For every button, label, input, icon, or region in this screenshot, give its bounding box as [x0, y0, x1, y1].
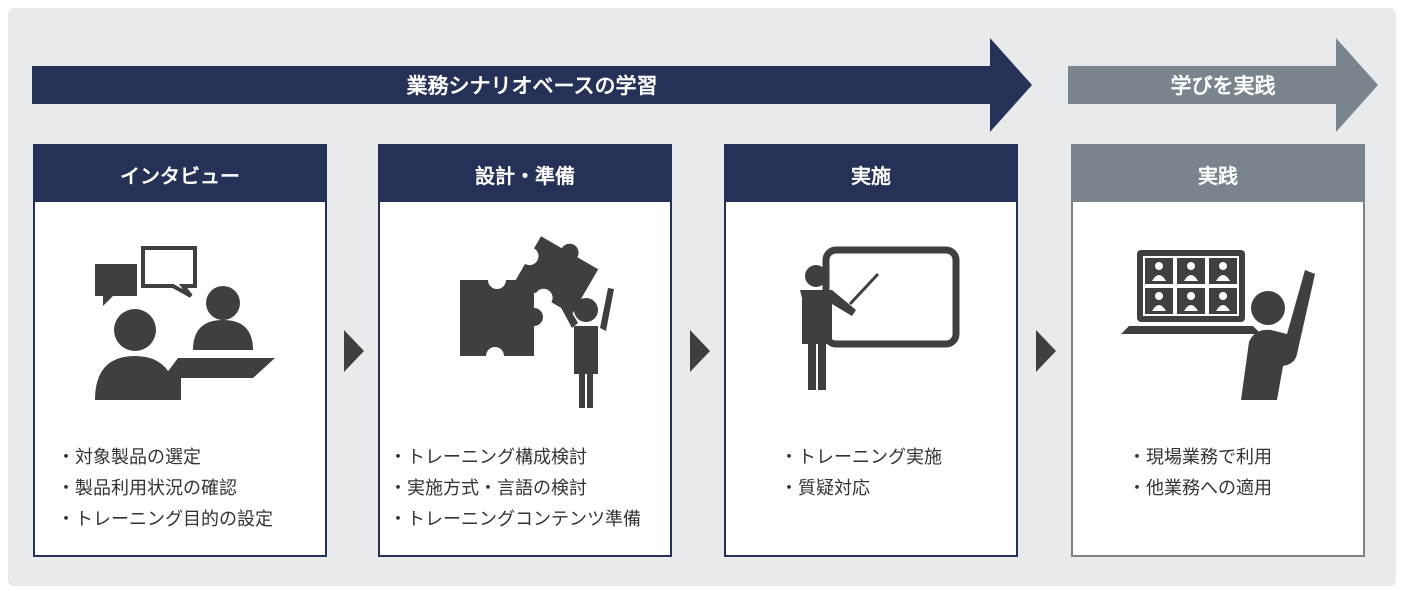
- chevron-right-icon: [690, 330, 710, 372]
- learning-banner-arrow: [32, 38, 1032, 132]
- list-item: ・他業務への適用: [1128, 478, 1272, 499]
- card-title: 実践: [1073, 146, 1363, 202]
- list-item: ・トレーニング実施: [780, 447, 942, 468]
- card-interview-list: ・対象製品の選定 ・製品利用状況の確認 ・トレーニング目的の設定: [57, 442, 273, 535]
- card-design-preparation: 設計・準備 ・トレーニング構成検討 ・実施方式・言語の検討 ・トレーニングコンテ…: [378, 144, 672, 557]
- list-item: ・対象製品の選定: [57, 447, 201, 468]
- list-item: ・トレーニングコンテンツ準備: [389, 509, 641, 530]
- card-practice-list: ・現場業務で利用 ・他業務への適用: [1128, 442, 1272, 504]
- practice-banner-arrow: [1068, 38, 1378, 132]
- card-execution-list: ・トレーニング実施 ・質疑対応: [780, 442, 942, 504]
- list-item: ・実施方式・言語の検討: [389, 478, 587, 499]
- list-item: ・現場業務で利用: [1128, 447, 1272, 468]
- interview-icon: [95, 246, 275, 400]
- diagram-panel: 業務シナリオベースの学習 学びを実践 インタビュー: [8, 8, 1396, 586]
- chevron-right-icon: [344, 330, 364, 372]
- card-title: インタビュー: [35, 146, 325, 202]
- video-conference-participant-icon: [1121, 250, 1315, 400]
- card-title: 設計・準備: [380, 146, 670, 202]
- list-item: ・トレーニング構成検討: [389, 447, 587, 468]
- chevron-right-icon: [1036, 330, 1056, 372]
- list-item: ・製品利用状況の確認: [57, 478, 237, 499]
- presenter-whiteboard-icon: [800, 246, 960, 390]
- puzzle-person-icon: [460, 236, 614, 408]
- card-interview: インタビュー ・対象製品の選定 ・製品利用状況の確認 ・トレーニング目的の設定: [33, 144, 327, 557]
- card-title: 実施: [726, 146, 1016, 202]
- practice-banner: 学びを実践: [1068, 38, 1378, 132]
- practice-banner-label: 学びを実践: [1170, 74, 1276, 98]
- card-execution: 実施 ・トレーニング実施 ・質疑対応: [724, 144, 1018, 557]
- card-practice: 実践: [1071, 144, 1365, 557]
- list-item: ・質疑対応: [780, 478, 870, 499]
- list-item: ・トレーニング目的の設定: [57, 509, 273, 530]
- card-design-preparation-list: ・トレーニング構成検討 ・実施方式・言語の検討 ・トレーニングコンテンツ準備: [389, 442, 641, 535]
- learning-banner-label: 業務シナリオベースの学習: [406, 74, 658, 98]
- learning-banner: 業務シナリオベースの学習: [32, 38, 1032, 132]
